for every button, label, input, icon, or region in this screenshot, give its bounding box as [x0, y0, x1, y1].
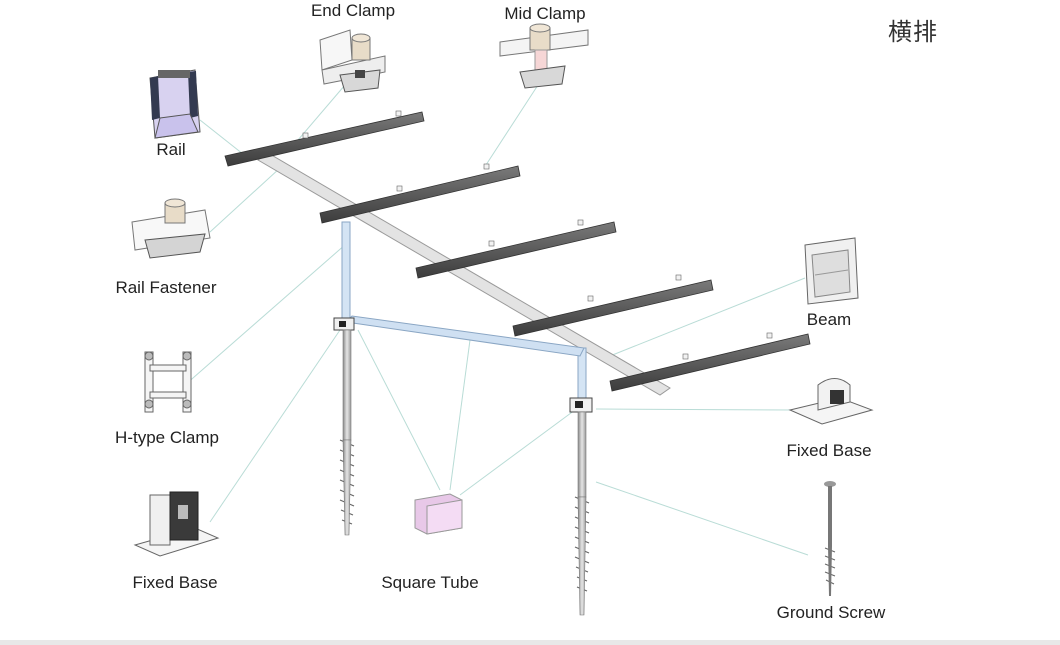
- fixed-base-right-label: Fixed Base: [786, 441, 872, 460]
- ground-piles: [339, 329, 590, 616]
- rail-2: [319, 165, 521, 224]
- h-type-clamp-label: H-type Clamp: [115, 428, 219, 447]
- square-tube-label: Square Tube: [381, 573, 479, 592]
- mid-clamp-label: Mid Clamp: [504, 4, 586, 23]
- beam-label: Beam: [806, 310, 852, 329]
- ground-screw-label: Ground Screw: [776, 603, 886, 622]
- page-heading: 横排: [888, 18, 938, 46]
- rail-fastener-thumbnail: [131, 198, 211, 259]
- ground-screw-thumbnail: [824, 481, 836, 596]
- end-clamp-label: End Clamp: [310, 1, 396, 20]
- rails: [224, 110, 811, 392]
- support-tubes: [341, 221, 587, 409]
- rail-thumbnail: [149, 69, 201, 139]
- beam-thumbnail: [804, 237, 859, 305]
- rail-3: [415, 221, 617, 279]
- end-clamp-thumbnail: [319, 29, 386, 93]
- rail-4: [512, 279, 714, 337]
- rail-1: [224, 111, 425, 167]
- bottom-divider: [0, 640, 1060, 645]
- fixed-base-left-label: Fixed Base: [132, 573, 218, 592]
- fixed-base-left-thumbnail: [133, 491, 220, 557]
- callout-lines: [184, 84, 809, 556]
- rail-5: [609, 333, 811, 392]
- square-tube-thumbnail: [414, 493, 463, 535]
- rail-fastener-label: Rail Fastener: [115, 278, 217, 297]
- h-type-clamp-thumbnail: [144, 351, 192, 413]
- fixed-base-right-thumbnail: [788, 378, 874, 425]
- mid-clamp-thumbnail: [499, 23, 589, 89]
- rail-label: Rail: [156, 140, 186, 159]
